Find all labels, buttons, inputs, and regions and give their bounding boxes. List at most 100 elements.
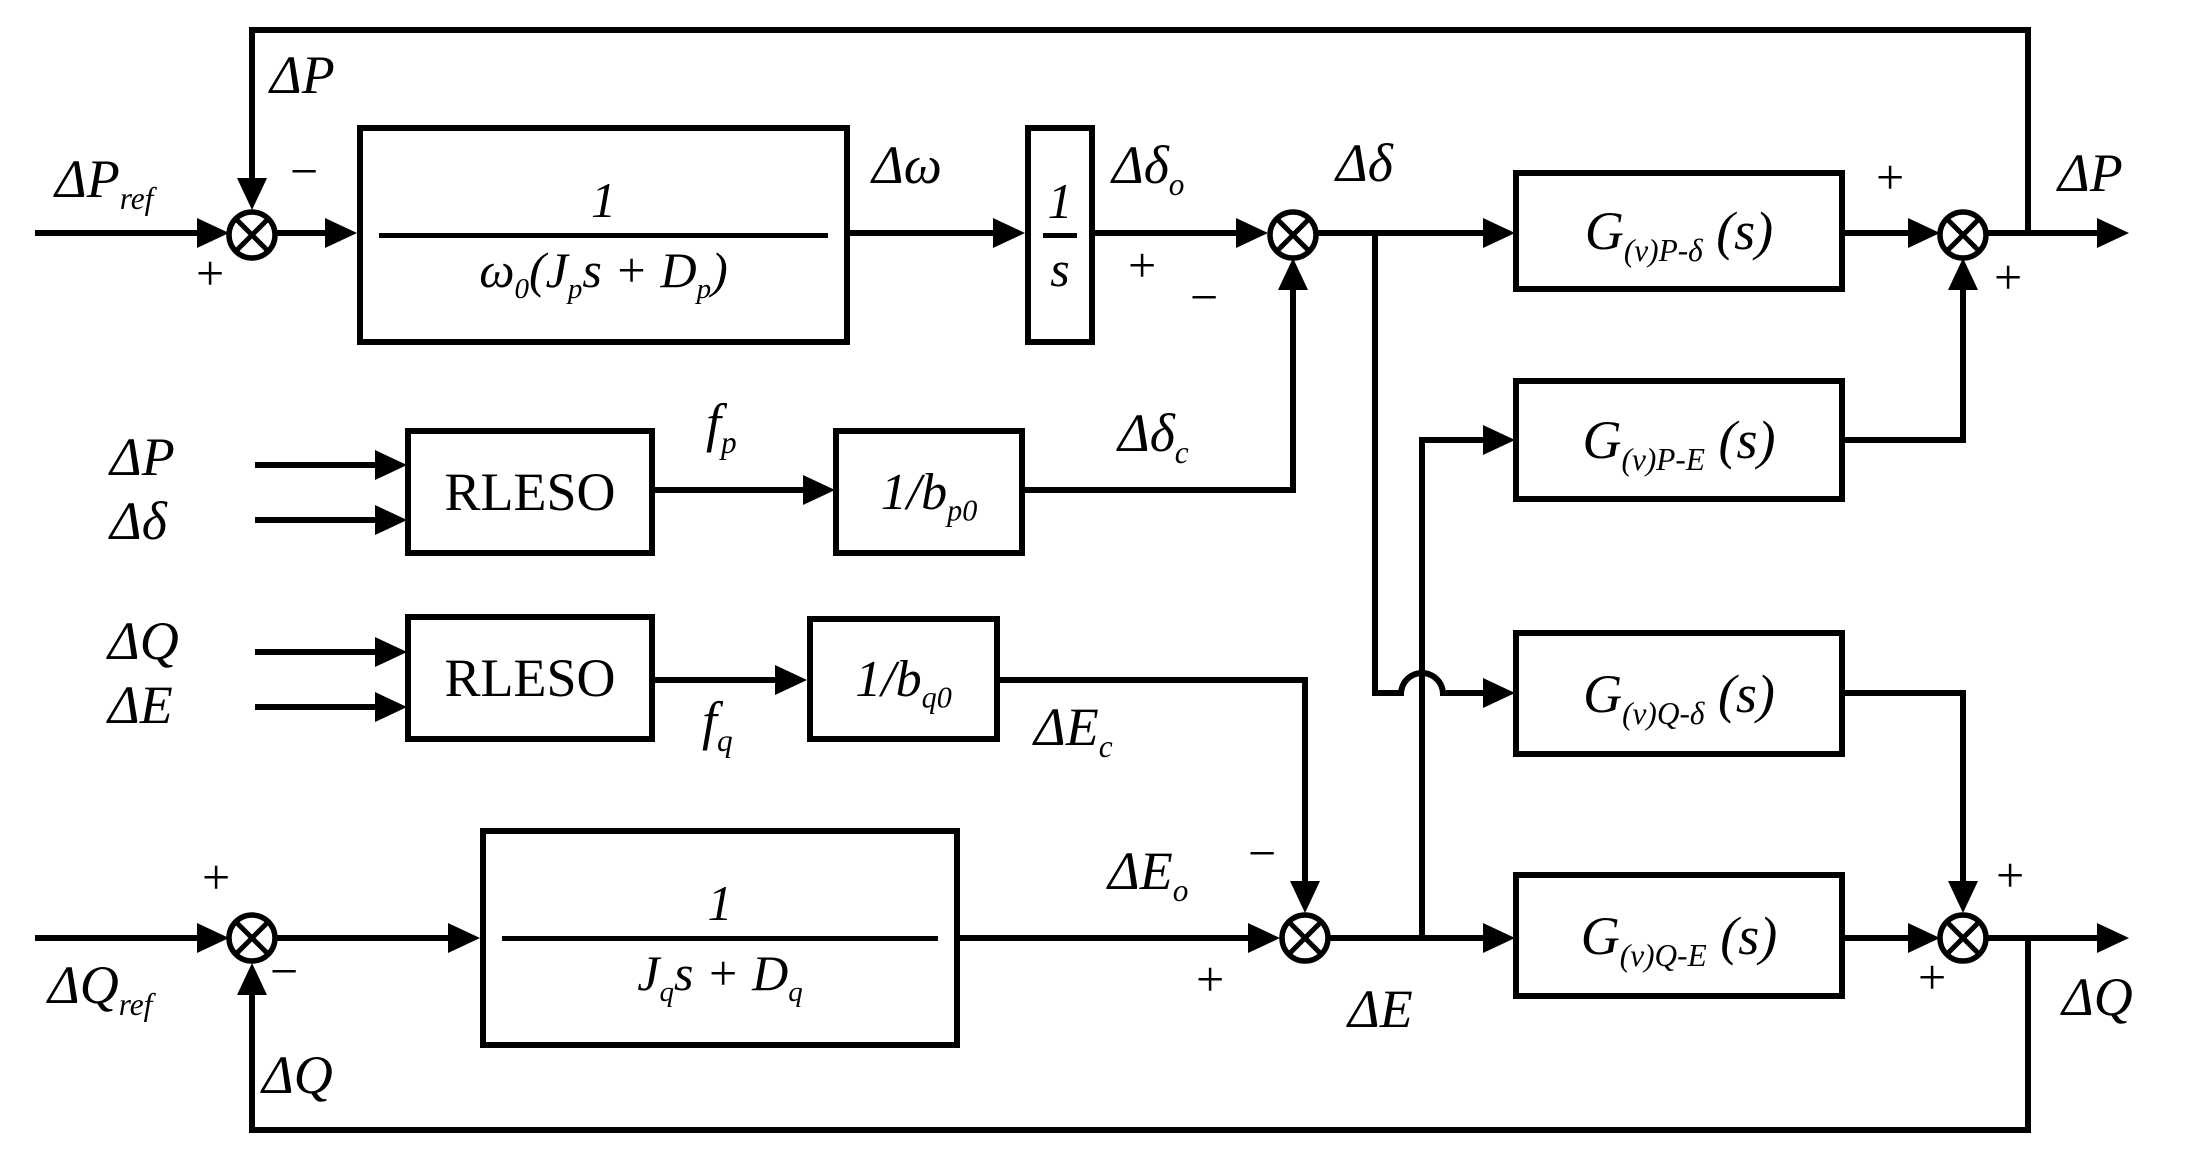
sum-delta [1265,207,1321,263]
q-inertia-numerator: 1 [707,875,733,931]
label-e: ΔE [1348,979,1413,1039]
sign-delta-sum-bottom: − [1190,269,1219,325]
arrowhead-rleso-q-in2 [375,692,407,722]
wire-q-ref-input [35,935,197,941]
sign-p-out-sum-bottom: + [1994,249,2023,305]
arrowhead-into-g-q-delta [1483,678,1515,708]
q-inertia-fraction: 1 Jqs + Dq [486,875,954,1006]
arrowhead-into-g-q-e [1483,923,1515,953]
label-q-feedback: ΔQ [262,1045,333,1105]
block-g-q-e: G(v)Q-E (s) [1513,872,1845,999]
sum-q-out [1935,910,1991,966]
sum-p-out-icon [1937,209,1989,261]
sum-q-ref-icon [226,912,278,964]
sum-e [1277,910,1333,966]
wire-q-feedback-drop [2025,935,2031,1133]
arrowhead-g-p-e-into-sum [1948,258,1978,290]
arrowhead-p-feedback-into-sum [237,178,267,210]
rleso-q-label: RLESO [444,648,616,708]
sum-p-ref [224,207,280,263]
wire-g-p-e-riser [1960,290,1966,443]
sign-delta-sum-left: + [1128,237,1157,293]
arrowhead-into-q-inertia [448,923,480,953]
arrowhead-q-feedback-into-sum [237,963,267,995]
g-q-delta-label: G(v)Q-δ (s) [1583,663,1775,731]
sign-q-ref-sum-left: + [202,849,231,905]
wire-integrator-to-delta-sum [1095,230,1236,236]
wire-delta-branch-vertical [1372,230,1378,696]
label-delta-c: Δδc [1118,403,1189,470]
arrowhead-p-output [2097,218,2129,248]
block-rleso-q: RLESO [405,614,655,742]
wire-sum5-to-q-inertia [277,935,448,941]
arrowhead-into-inv-bp0 [803,475,835,505]
p-inertia-fraction-bar [379,232,828,238]
block-inv-bp0: 1/bp0 [833,428,1025,556]
arrowhead-into-integrator [993,218,1025,248]
wire-e-to-g-p-e [1419,437,1483,443]
arrowhead-g-q-delta-into-sum [1948,881,1978,913]
label-f-p: fp [706,393,737,460]
wire-e-branch-vertical [1419,437,1425,941]
g-p-e-label: G(v)P-E (s) [1582,410,1776,477]
block-g-p-e: G(v)P-E (s) [1513,378,1845,502]
wire-p-feedback-rise [2025,27,2031,236]
sum-q-out-icon [1937,912,1989,964]
label-f-q: fq [702,691,733,758]
arrowhead-e-c-into-sum [1290,881,1320,913]
label-rleso-p-in2: Δδ [110,491,167,551]
sign-e-sum-top: − [1248,825,1277,881]
arrowhead-into-inv-bq0 [775,665,807,695]
label-omega: Δω [872,135,942,195]
label-p-ref: ΔPref [55,149,154,216]
wire-p-feedback-top [249,27,2031,33]
wire-p-ref-input [35,230,197,236]
wire-delta-c [1025,487,1296,493]
arrowhead-into-g-p-delta [1483,218,1515,248]
arrowhead-into-p-out-sum [1908,218,1940,248]
wire-delta-to-g-q-delta-right [1446,690,1483,696]
sign-p-ref-sum-top: − [290,143,319,199]
sign-q-ref-sum-bottom: − [270,943,299,999]
label-e-c: ΔEc [1034,697,1113,764]
wire-e-c-dropper [1302,677,1308,883]
wire-q-feedback-bottom [249,1127,2031,1133]
arrowhead-q-output [2097,923,2129,953]
block-inv-bq0: 1/bq0 [807,616,1000,742]
wire-g-q-e-to-q-out-sum [1845,935,1908,941]
sum-p-ref-icon [226,209,278,261]
sum-e-icon [1279,912,1331,964]
g-p-delta-label: G(v)P-δ (s) [1584,201,1774,268]
sum-q-ref [224,910,280,966]
inv-bp0-label: 1/bp0 [880,463,978,527]
p-inertia-numerator: 1 [591,172,616,228]
integrator-fraction-bar [1043,232,1077,238]
arrowhead-into-e-sum [1248,923,1280,953]
arrowhead-delta-c-into-sum [1278,258,1308,290]
block-g-p-delta: G(v)P-δ (s) [1513,170,1845,292]
label-delta: Δδ [1336,133,1393,193]
wire-e-sum-to-g-q-e [1330,935,1483,941]
sum-delta-icon [1267,209,1319,261]
integrator-numerator: 1 [1047,173,1073,229]
wire-delta-to-g-q-delta-left [1372,690,1400,696]
block-rleso-p: RLESO [405,428,655,556]
wire-g-p-e-output [1845,437,1966,443]
sign-p-ref-sum-left: + [196,245,225,301]
wire-rleso-q-out [655,677,775,683]
arrowhead-into-g-p-e [1483,425,1515,455]
block-g-q-delta: G(v)Q-δ (s) [1513,630,1845,757]
wire-q-feedback-rise [249,995,255,1133]
wire-p-inertia-to-integrator [850,230,993,236]
label-delta-o: Δδo [1112,135,1185,202]
block-p-inertia: 1 ω0(Jps + Dp) [357,125,850,345]
arrowhead-rleso-p-in2 [375,505,407,535]
arrowhead-rleso-q-in1 [375,637,407,667]
p-inertia-fraction: 1 ω0(Jps + Dp) [363,172,844,303]
wire-rleso-p-in1 [255,462,375,468]
integrator-fraction: 1 s [1031,175,1089,295]
block-integrator: 1 s [1025,125,1095,345]
sign-q-out-sum-left: + [1918,949,1947,1005]
sign-p-out-sum-left: + [1876,149,1905,205]
